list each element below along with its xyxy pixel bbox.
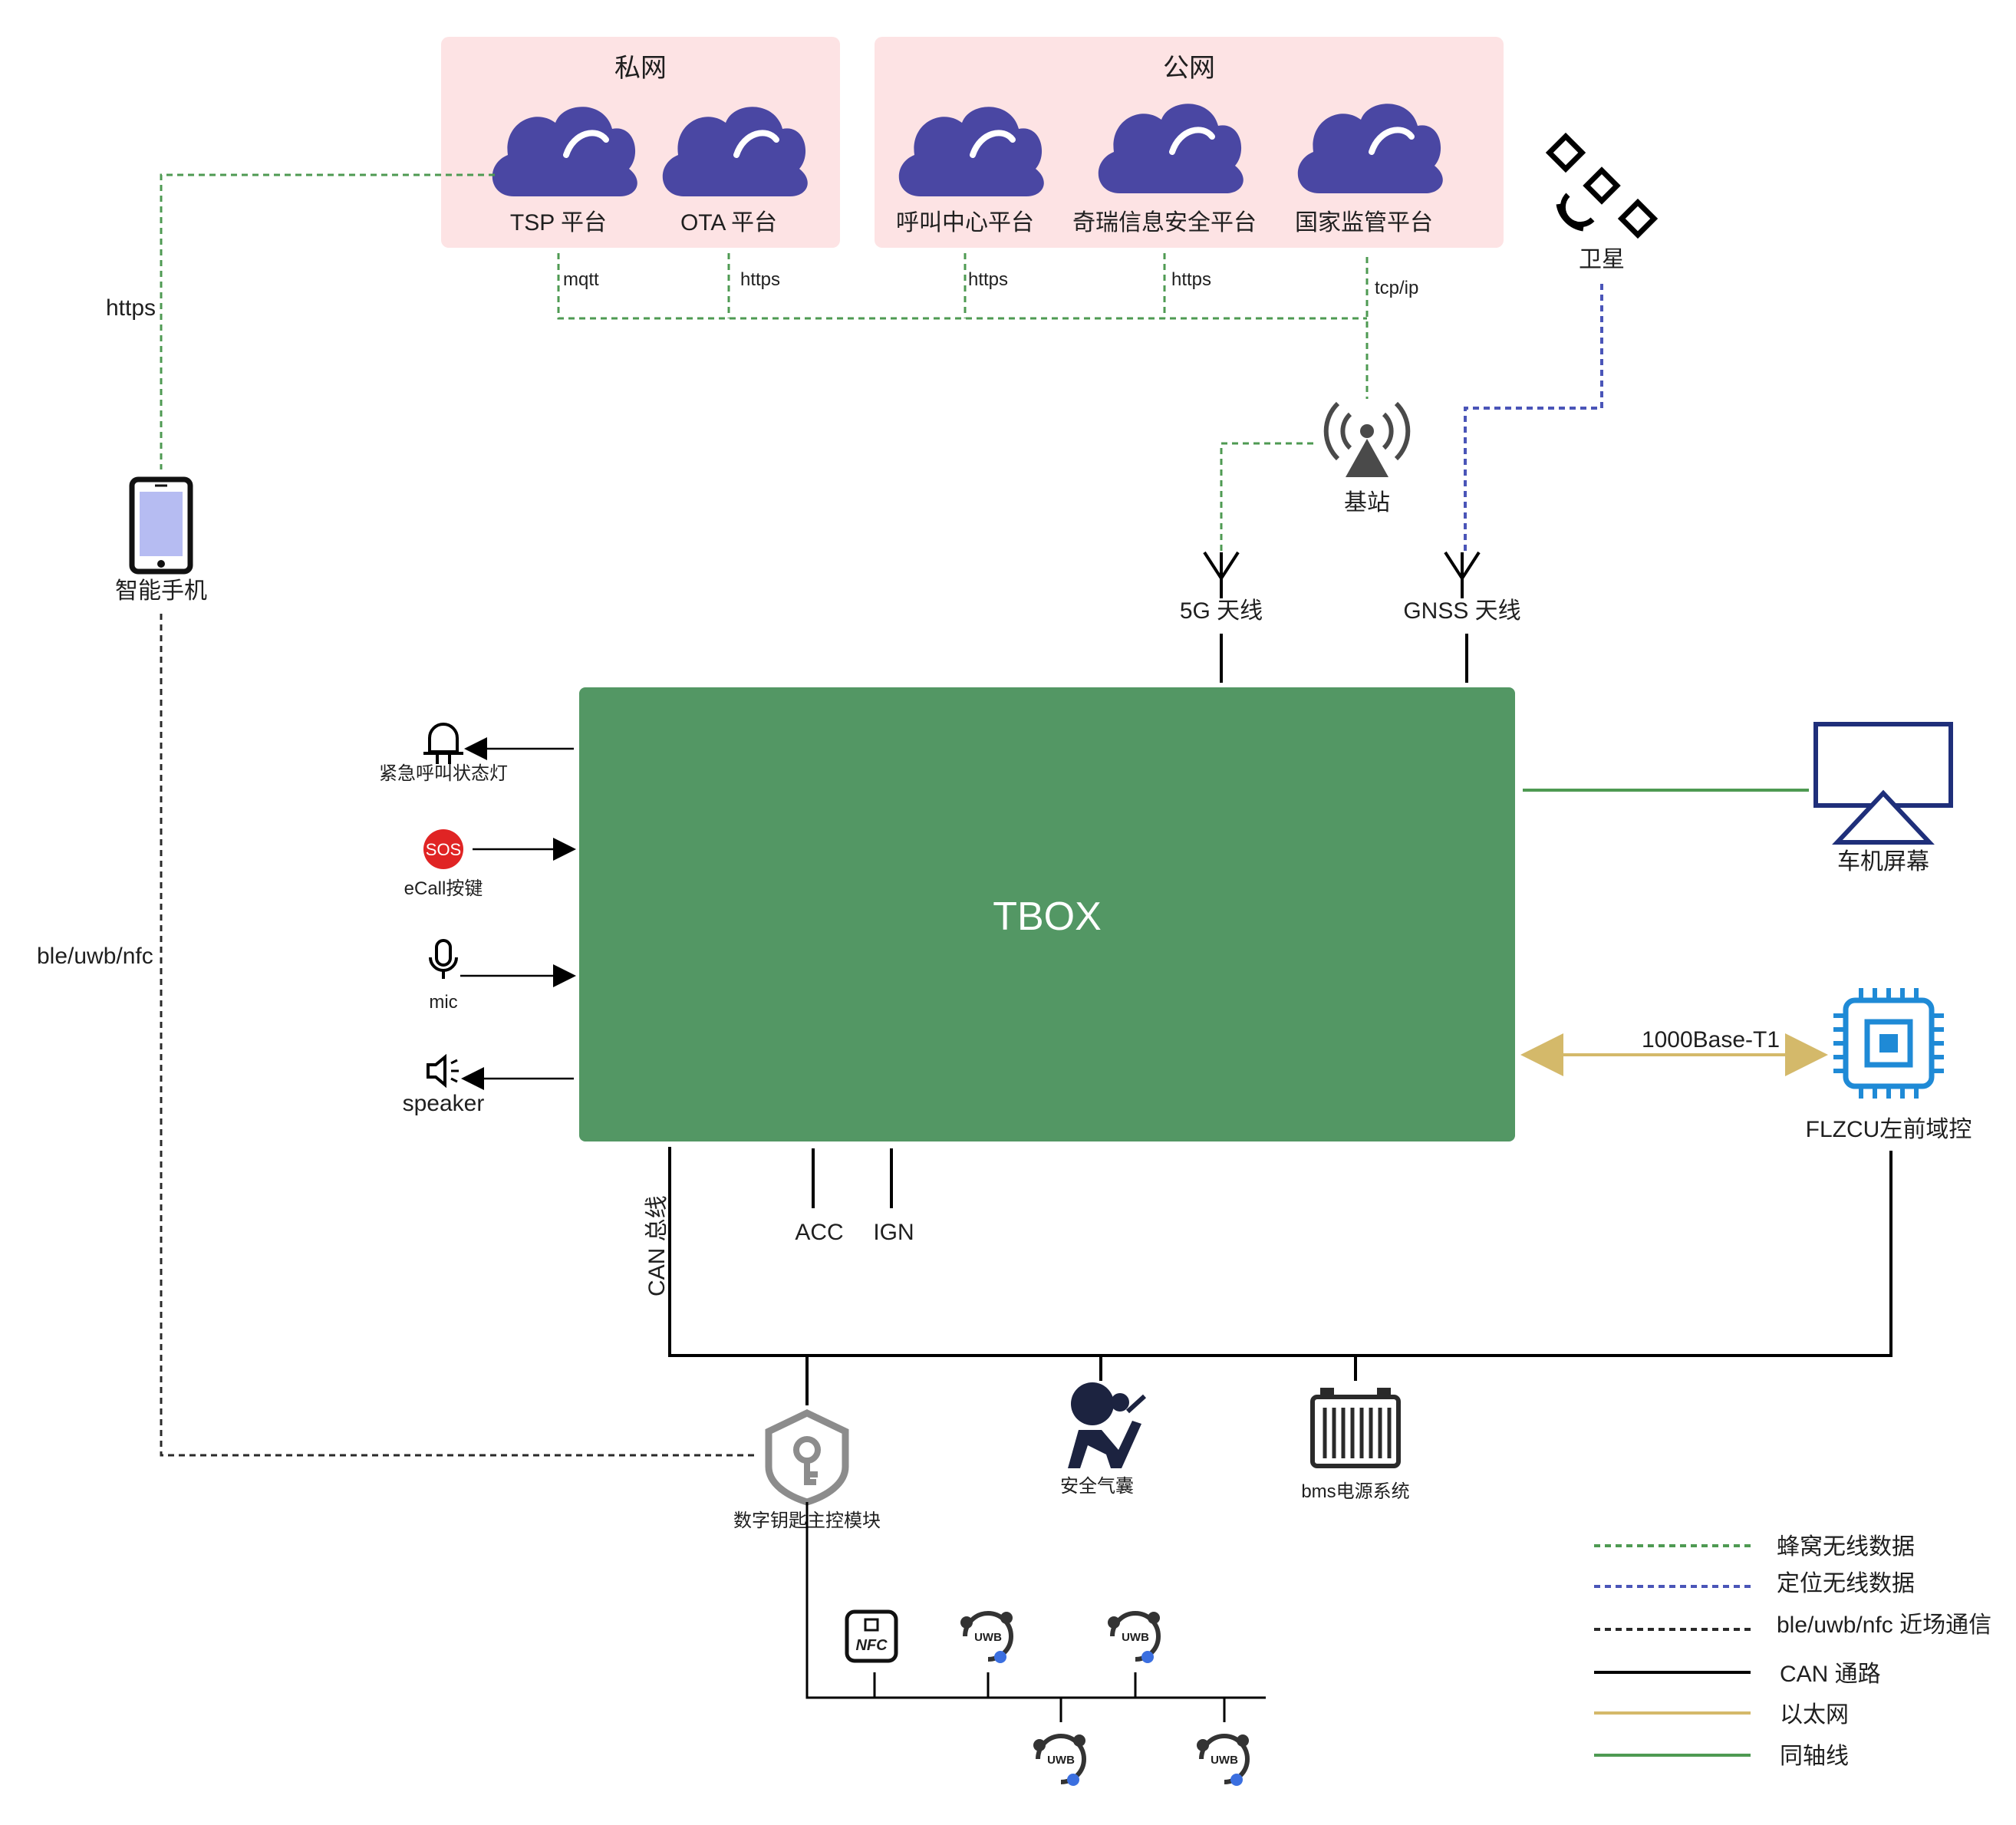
private-network-title: 私网 bbox=[614, 54, 667, 83]
legend-label: 蜂窝无线数据 bbox=[1777, 1534, 1915, 1560]
legend-label: ble/uwb/nfc 近场通信 bbox=[1777, 1613, 1991, 1638]
public-network-title: 公网 bbox=[1163, 54, 1215, 83]
phone-icon bbox=[129, 476, 193, 575]
protocol-https-security: https bbox=[1171, 269, 1211, 290]
near-field-link bbox=[160, 614, 756, 1457]
uwb-text: UWB bbox=[1047, 1754, 1075, 1767]
chip-icon bbox=[1833, 988, 1944, 1099]
nfc-icon: NFC bbox=[845, 1609, 898, 1663]
legend: 蜂窝无线数据 定位无线数据 ble/uwb/nfc 近场通信 CAN 通路 以太… bbox=[1594, 1534, 1991, 1769]
uwb-text: UWB bbox=[1122, 1631, 1149, 1644]
protocol-mqtt: mqtt bbox=[563, 269, 599, 290]
protocol-https-ota: https bbox=[740, 269, 780, 290]
uwb-icon: UWB bbox=[960, 1612, 1013, 1663]
uwb-text: UWB bbox=[1211, 1754, 1238, 1767]
legend-label: CAN 通路 bbox=[1780, 1662, 1881, 1687]
cloud-label-call-center: 呼叫中心平台 bbox=[896, 210, 1034, 236]
can-bus-label: CAN 总线 bbox=[644, 1195, 670, 1296]
mic-label: mic bbox=[429, 992, 457, 1013]
speaker-label: speaker bbox=[403, 1091, 485, 1116]
base-station-icon bbox=[1323, 401, 1411, 477]
legend-label: 定位无线数据 bbox=[1777, 1571, 1915, 1596]
airbag-label: 安全气囊 bbox=[1060, 1476, 1134, 1497]
speaker-icon bbox=[427, 1053, 459, 1089]
phone-label: 智能手机 bbox=[115, 578, 207, 604]
mic-icon bbox=[429, 939, 458, 979]
protocol-https-call: https bbox=[968, 269, 1008, 290]
base-station-label: 基站 bbox=[1344, 490, 1390, 516]
ecall-label: eCall按键 bbox=[404, 878, 483, 899]
protocol-ethernet: 1000Base-T1 bbox=[1642, 1027, 1780, 1053]
emergency-light-label: 紧急呼叫状态灯 bbox=[379, 763, 508, 784]
protocol-https-phone: https bbox=[106, 295, 156, 321]
cloud-label-regulator: 国家监管平台 bbox=[1295, 210, 1433, 236]
head-unit-icon bbox=[1813, 722, 1953, 845]
uwb-text: UWB bbox=[974, 1631, 1002, 1644]
public-network: 公网 呼叫中心平台 奇瑞信息安全平台 国家监管平台 bbox=[875, 37, 1504, 248]
bms-label: bms电源系统 bbox=[1301, 1481, 1409, 1502]
protocol-tcpip: tcp/ip bbox=[1375, 278, 1418, 298]
cloud-label-ota: OTA 平台 bbox=[680, 210, 777, 236]
tbox-title: TBOX bbox=[993, 894, 1102, 939]
airbag-icon bbox=[1068, 1382, 1147, 1468]
antenna-5g-icon bbox=[1203, 551, 1240, 598]
ecall-button: SOS bbox=[423, 829, 463, 869]
legend-label: 以太网 bbox=[1780, 1702, 1849, 1728]
uwb-icon: UWB bbox=[1033, 1734, 1085, 1786]
head-unit-label: 车机屏幕 bbox=[1837, 849, 1929, 875]
satellite-icon bbox=[1545, 132, 1659, 239]
can-bus bbox=[668, 1147, 1892, 1405]
acc-label: ACC bbox=[795, 1220, 843, 1245]
legend-label: 同轴线 bbox=[1780, 1744, 1849, 1769]
battery-icon bbox=[1310, 1388, 1401, 1468]
digital-key-icon bbox=[765, 1409, 849, 1506]
cloud-label-tsp: TSP 平台 bbox=[510, 210, 607, 236]
antenna-gnss-label: GNSS 天线 bbox=[1403, 598, 1520, 624]
private-network: 私网 TSP 平台 OTA 平台 bbox=[441, 37, 840, 248]
uwb-icon: UWB bbox=[1197, 1734, 1249, 1786]
antenna-gnss-icon bbox=[1444, 551, 1481, 598]
gnss-link bbox=[1464, 284, 1603, 551]
antenna-5g-label: 5G 天线 bbox=[1180, 598, 1263, 624]
sos-badge-text: SOS bbox=[426, 840, 461, 859]
tbox-block[interactable]: TBOX bbox=[579, 687, 1515, 1141]
cellular-links bbox=[160, 173, 1369, 552]
satellite-label: 卫星 bbox=[1579, 247, 1625, 272]
flzcu-label: FLZCU左前域控 bbox=[1806, 1117, 1972, 1142]
emergency-light-icon bbox=[423, 723, 463, 764]
nfc-text: NFC bbox=[855, 1637, 888, 1654]
uwb-icon: UWB bbox=[1108, 1612, 1160, 1663]
ign-label: IGN bbox=[873, 1220, 914, 1245]
protocol-ble: ble/uwb/nfc bbox=[37, 944, 153, 969]
cloud-label-security: 奇瑞信息安全平台 bbox=[1072, 210, 1257, 236]
key-sub-bus bbox=[805, 1502, 1266, 1722]
